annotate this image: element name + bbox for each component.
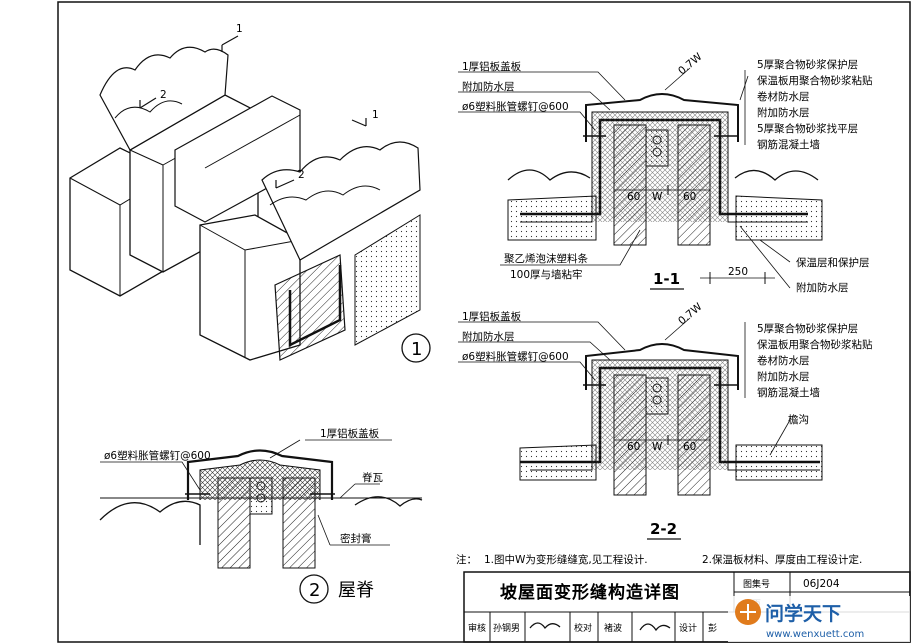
s22-label-addwp: 附加防水层 bbox=[462, 330, 515, 343]
isometric-view: 1 2 1 2 1 bbox=[69, 23, 431, 363]
cut-mark-1a: 1 bbox=[236, 23, 243, 35]
s11-label-screw: ø6塑料胀管螺钉@600 bbox=[462, 100, 569, 113]
tb-check-label: 校对 bbox=[574, 622, 592, 634]
s22-label-r2: 卷材防水层 bbox=[757, 354, 810, 367]
tb-design-name: 彭 bbox=[708, 622, 717, 634]
s11-label-addwp2: 附加防水层 bbox=[796, 281, 849, 294]
s22-label-r4: 钢筋混凝土墙 bbox=[757, 386, 820, 399]
s11-label-r2: 卷材防水层 bbox=[757, 90, 810, 103]
s11-dim-slope: 0.7W bbox=[676, 50, 705, 77]
sheet-number: 06J204 bbox=[803, 578, 840, 590]
s22-dim-mid: W bbox=[652, 441, 663, 453]
tb-review-name: 孙钢男 bbox=[493, 622, 520, 634]
s11-label-r0: 5厚聚合物砂浆保护层 bbox=[757, 58, 858, 71]
s22-label-r3: 附加防水层 bbox=[757, 370, 810, 383]
s11-label-r1: 保温板用聚合物砂浆粘贴 bbox=[757, 74, 873, 87]
s22-dim-slope: 0.7W bbox=[676, 300, 705, 327]
s11-label-insul: 保温层和保护层 bbox=[796, 256, 870, 269]
s22-dim-right: 60 bbox=[683, 441, 696, 453]
s11-label-addwp: 附加防水层 bbox=[462, 80, 515, 93]
ridge-label-sealant: 密封膏 bbox=[340, 532, 372, 545]
notes-item-2: 2.保温板材料、厚度由工程设计定. bbox=[702, 553, 862, 566]
s11-label-r3: 附加防水层 bbox=[757, 106, 810, 119]
ridge-detail bbox=[99, 439, 423, 569]
s11-dim-left: 60 bbox=[627, 191, 640, 203]
detail-2-bubble bbox=[299, 574, 329, 604]
signature-review bbox=[529, 622, 561, 630]
cut-mark-2a: 2 bbox=[160, 89, 167, 101]
s22-dim-left: 60 bbox=[627, 441, 640, 453]
s11-dim-span: 250 bbox=[728, 266, 748, 278]
s22-label-screw: ø6塑料胀管螺钉@600 bbox=[462, 350, 569, 363]
s22-label-r5: 檐沟 bbox=[788, 413, 809, 426]
s11-label-r4: 5厚聚合物砂浆找平层 bbox=[757, 122, 858, 135]
s11-label-r5: 钢筋混凝土墙 bbox=[757, 138, 820, 151]
s11-caption: 1-1 bbox=[653, 270, 680, 288]
sheet-label: 图集号 bbox=[743, 578, 770, 590]
s22-label-r1: 保温板用聚合物砂浆粘贴 bbox=[757, 338, 873, 351]
drawing-title: 坡屋面变形缝构造详图 bbox=[500, 582, 680, 603]
s11-label-foam-1: 聚乙烯泡沫塑料条 bbox=[504, 252, 588, 265]
detail-2-name: 屋脊 bbox=[338, 580, 374, 601]
detail-1-number: 1 bbox=[411, 339, 422, 360]
s11-dim-mid: W bbox=[652, 191, 663, 203]
detail-1-bubble bbox=[401, 333, 431, 363]
s11-dim-right: 60 bbox=[683, 191, 696, 203]
ridge-label-cover: 1厚铝板盖板 bbox=[320, 427, 380, 440]
tb-review-label: 审核 bbox=[468, 622, 486, 634]
watermark-logo bbox=[728, 596, 910, 642]
detail-2-number: 2 bbox=[309, 580, 320, 601]
cut-mark-1b: 1 bbox=[372, 109, 379, 121]
signature-check bbox=[639, 623, 671, 632]
section-2-2 bbox=[458, 317, 823, 496]
s22-label-r0: 5厚聚合物砂浆保护层 bbox=[757, 322, 858, 335]
notes-prefix: 注： bbox=[456, 553, 477, 566]
notes-item-1: 1.图中W为变形缝缝宽,见工程设计. bbox=[484, 553, 648, 566]
watermark-url: www.wenxuett.com bbox=[766, 629, 864, 640]
cut-mark-2b: 2 bbox=[298, 169, 305, 181]
section-1-1 bbox=[458, 67, 823, 289]
ridge-label-screw: ø6塑料胀管螺钉@600 bbox=[104, 449, 211, 462]
s11-label-cover: 1厚铝板盖板 bbox=[462, 60, 522, 73]
tb-design-label: 设计 bbox=[679, 622, 697, 634]
s22-label-cover: 1厚铝板盖板 bbox=[462, 310, 522, 323]
watermark-text: 问学天下 bbox=[765, 602, 841, 625]
s22-caption: 2-2 bbox=[650, 520, 677, 538]
s11-label-foam-2: 100厚与墙粘牢 bbox=[510, 268, 583, 281]
ridge-label-ridge-tile: 脊瓦 bbox=[362, 471, 383, 484]
tb-check-name: 褚波 bbox=[604, 622, 622, 634]
